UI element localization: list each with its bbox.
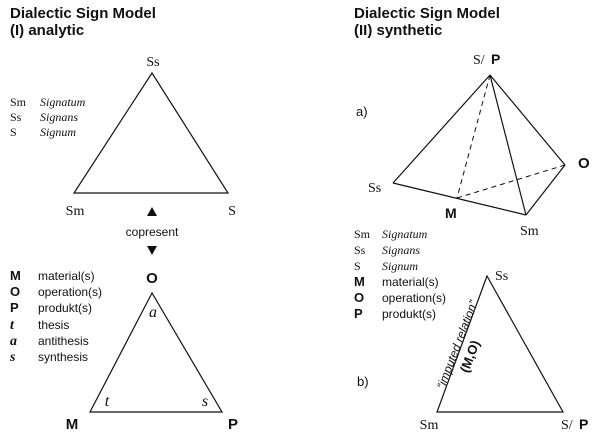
r-legend-key-m: M — [354, 274, 365, 289]
vertex-p: P — [228, 416, 238, 433]
inner-t: t — [105, 393, 110, 410]
r-legend-value-produkt: produkt(s) — [382, 307, 436, 321]
arrow-down-icon — [147, 246, 157, 255]
vertex-o: O — [146, 270, 158, 287]
vertex-sm: Sm — [66, 204, 85, 219]
legend2-value-thesis: thesis — [38, 318, 69, 332]
r-legend-value-operation: operation(s) — [382, 291, 446, 305]
right-subtitle: (II) synthetic — [354, 22, 443, 39]
legend2-key-t: t — [10, 318, 15, 333]
legend2-value-operation: operation(s) — [38, 285, 102, 299]
tri-b-vertex-p: P — [579, 416, 588, 432]
pyramid-vertex-o: O — [578, 155, 590, 172]
copresent-label: copresent — [126, 225, 179, 239]
apex-s: S/ — [473, 53, 485, 68]
legend-value-signatum: Signatum — [40, 95, 86, 109]
r-legend-value-signum: Signum — [382, 259, 418, 273]
pyramid-vertex-m: M — [445, 205, 457, 221]
legend2-key-p: P — [10, 300, 19, 315]
label-b: b) — [357, 374, 369, 389]
legend2-value-synthesis: synthesis — [38, 350, 88, 364]
inner-s: s — [202, 393, 208, 410]
legend2-key-s: s — [9, 350, 16, 365]
pyramid-vertex-sm: Sm — [520, 224, 539, 239]
tri-b-vertex-s: S/ — [561, 418, 573, 433]
pyramid-vertex-ss: Ss — [368, 181, 381, 196]
r-legend-value-material: material(s) — [382, 275, 439, 289]
legend2-key-a: a — [10, 334, 17, 349]
apex-p: P — [491, 51, 500, 67]
arrow-up-icon — [147, 207, 157, 216]
r-legend-key-ss: Ss — [354, 243, 366, 257]
r-legend-key-s: S — [354, 259, 361, 273]
legend-value-signans: Signans — [40, 110, 78, 124]
legend2-value-produkt: produkt(s) — [38, 301, 92, 315]
sign-triangle — [72, 71, 230, 194]
tri-b-vertex-ss: Ss — [495, 269, 508, 284]
left-title: Dialectic Sign Model — [10, 5, 156, 22]
pyramid — [392, 74, 566, 216]
legend-key-sm: Sm — [10, 95, 27, 109]
vertex-s: S — [228, 204, 236, 219]
label-a: a) — [356, 104, 368, 119]
r-legend-value-signans: Signans — [382, 243, 420, 257]
left-subtitle: (I) analytic — [10, 22, 85, 39]
legend2-value-antithesis: antithesis — [38, 334, 89, 348]
legend2-key-o: O — [10, 284, 20, 299]
mop-triangle — [89, 291, 224, 413]
synthetic-triangle — [436, 274, 565, 413]
r-legend-key-sm: Sm — [354, 227, 371, 241]
legend-key-ss: Ss — [10, 110, 22, 124]
r-legend-key-o: O — [354, 290, 364, 305]
legend2-key-m: M — [10, 268, 21, 283]
vertex-ss: Ss — [146, 55, 159, 70]
tri-b-vertex-sm: Sm — [420, 418, 439, 433]
inner-a: a — [149, 304, 157, 321]
legend-value-signum: Signum — [40, 125, 76, 139]
legend2-value-material: material(s) — [38, 269, 95, 283]
r-legend-value-signatum: Signatum — [382, 227, 428, 241]
legend-key-s: S — [10, 125, 17, 139]
right-title: Dialectic Sign Model — [354, 5, 500, 22]
vertex-m: M — [66, 416, 79, 433]
r-legend-key-p: P — [354, 306, 363, 321]
